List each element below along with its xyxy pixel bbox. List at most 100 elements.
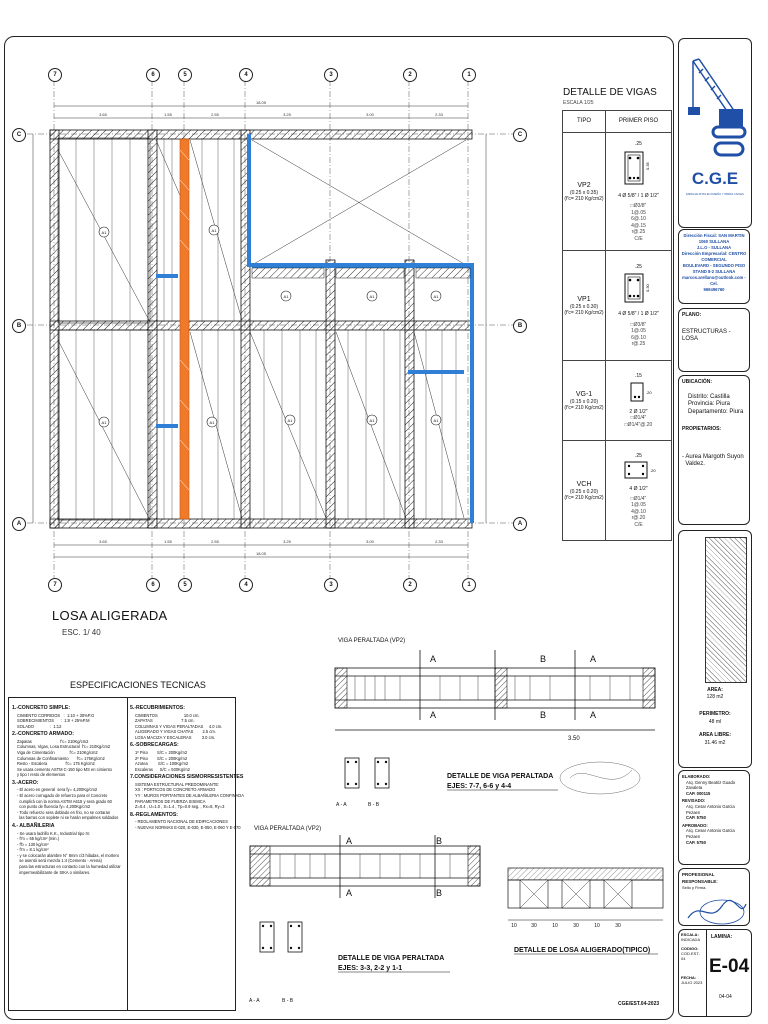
- svg-text:10: 10: [594, 923, 600, 929]
- spec-line: CIMIENTOS 10.0 cm.: [135, 712, 200, 718]
- spec-line: SISTEMA ESTRUCTURAL PREDOMINANTE:: [135, 781, 220, 787]
- propietarios-label: PROPIETARIOS:: [682, 426, 722, 432]
- plano-value: ESTRUCTURAS - LOSA: [682, 328, 731, 343]
- spec-line: - Se usara ladrillo K.K., Industrial tip…: [17, 830, 91, 836]
- spec-line: cumplirá con la norma ASTM A615 y sera g…: [17, 798, 112, 804]
- svg-text:A: A: [346, 888, 352, 898]
- spec-line: impermeabilizante de SIKA o similares.: [17, 869, 91, 875]
- spec-line: - y se colocarán alambre N° 8mm c/3 hila…: [17, 852, 120, 858]
- company-info: Dirección Fiscal: SAN MARTIN 1060 SULLAN…: [678, 229, 750, 304]
- spec-line: Zapatas f'c= 210Kg/cm2: [17, 738, 89, 744]
- svg-text:30: 30: [573, 923, 579, 929]
- svg-text:10: 10: [552, 923, 558, 929]
- svg-text:B: B: [436, 836, 442, 846]
- beam-section: .25 0.30 4 Ø 5/8" / 1 Ø 1/2" □Ø3/8"1@.05…: [605, 250, 672, 361]
- spec-line: Resto - Escalera f'c= 175 Kg/cm2: [17, 761, 95, 767]
- spec-line: CIMIENTO CORRIDOS : 1:10 + 30%P.G: [17, 712, 95, 718]
- beam-row-label: VP1 (0.25 x 0.30) (f'c= 210 Kg/cm2): [562, 250, 606, 361]
- spec-line: XX : PORTICOS DE CONCRETO ARMADO: [135, 787, 216, 793]
- svg-text:A1: A1: [370, 418, 376, 423]
- spec-line: Escaleras S/C = 500Kg/m2: [135, 766, 190, 772]
- axis-bubble: 3: [324, 68, 338, 82]
- plano-box: PLANO: ESTRUCTURAS - LOSA: [678, 308, 750, 372]
- axis-bubble: 4: [239, 68, 253, 82]
- axis-bubble: 5: [178, 68, 192, 82]
- spec-line: para las estructuras en contacto con la …: [17, 864, 121, 870]
- spec-heading: 4.- ALBAÑILERIA: [12, 823, 55, 829]
- axis-bubble: A: [513, 517, 527, 531]
- spec-heading: 1.-CONCRETO SIMPLE:: [12, 705, 71, 711]
- plano-label: PLANO:: [682, 312, 702, 318]
- svg-text:A1: A1: [102, 420, 108, 425]
- beam-section-drawing: .20: [630, 382, 652, 401]
- beam-section: .25 0.35 4 Ø 5/8" / 1 Ø 1/2" □Ø3/8"1@.05…: [605, 132, 672, 251]
- perimetro-label: PERIMETRO:: [699, 711, 731, 717]
- logo-text: C.G.E: [692, 169, 738, 188]
- axis-bubble: B: [12, 319, 26, 333]
- spec-heading: 2.-CONCRETO ARMADO:: [12, 731, 74, 738]
- lamina-sub: 04-04: [719, 994, 732, 1000]
- spec-line: Se usara cemento ASTM C-150 tipo MS en c…: [17, 766, 112, 772]
- svg-text:B: B: [540, 654, 546, 664]
- svg-text:.20: .20: [650, 468, 656, 473]
- orange-beam-strip: [179, 138, 190, 520]
- spec-line: ALIGERADO Y VIGAS CHATAS 2.5 cm.: [135, 729, 216, 735]
- spec-line: PARAMETROS DE FUERZA SISMICA: [135, 798, 206, 804]
- detail1-subtitle: EJES: 7-7, 6-6 y 4-4: [447, 783, 511, 790]
- lamina-number: E-04: [709, 956, 750, 977]
- spec-heading: 5.-RECUBRIMIENTOS:: [130, 705, 185, 711]
- detail2-title: DETALLE DE VIGA PERALTADA: [338, 955, 444, 962]
- svg-text:2.33: 2.33: [435, 539, 444, 544]
- sheet-meta: ESCALA:INDICADA CODIGO:COD.EST-04 FECHA:…: [679, 930, 707, 1016]
- spec-line: YY : MUROS PORTANTES DE ALBAÑILERIA CONF…: [135, 793, 244, 799]
- detail1-title: DETALLE DE VIGA PERALTADA: [447, 773, 553, 780]
- axis-bubble: 6: [146, 68, 160, 82]
- axis-bubble: 3: [324, 578, 338, 592]
- panel-label: A1: [102, 230, 108, 235]
- spec-line: SOLADO : 1:12: [17, 723, 62, 729]
- svg-text:3.00: 3.00: [366, 539, 375, 544]
- signature-seal: [687, 899, 747, 924]
- beam-detail-table: TIPO PRIMER PISO VP2 (0.25 x 0.35) (f'c=…: [562, 110, 672, 541]
- axis-bubble: 2: [403, 68, 417, 82]
- svg-text:30: 30: [615, 923, 621, 929]
- svg-text:A: A: [430, 710, 436, 720]
- svg-text:10: 10: [511, 923, 517, 929]
- losa-detail-title: DETALLE DE LOSA ALIGERADO(TIPICO): [514, 947, 650, 954]
- svg-text:2.55: 2.55: [211, 539, 220, 544]
- crane-logo: C.G.E ESPECIALISTAS EN DISEÑO Y OBRAS CI…: [686, 58, 747, 196]
- lamina-label: LAMINA:: [711, 934, 733, 940]
- beam-row-label: VG-1 (0.15 x 0.20) (f'c= 210 Kg/cm2): [562, 360, 606, 441]
- logo-subtitle: ESPECIALISTAS EN DISEÑO Y OBRAS CIVILES: [686, 191, 744, 196]
- site-hatch: [705, 537, 747, 683]
- spec-line: COLUMNAS Y VIGAS PERALTADAS 4.0 cm.: [135, 723, 223, 729]
- logo-box: C.G.E ESPECIALISTAS EN DISEÑO Y OBRAS CI…: [678, 38, 752, 228]
- beam-detail-scale: ESCALA 1/25: [563, 100, 594, 106]
- plan-title: LOSA ALIGERADA: [52, 608, 168, 623]
- spec-line: SOBRECIMIENTOS : 1:8 + 25%P.M: [17, 718, 90, 724]
- spec-line: Columnas, Vigas, Losa Estructural f'c= 2…: [17, 744, 111, 750]
- svg-text:A1: A1: [434, 418, 440, 423]
- axis-bubble: C: [12, 128, 26, 142]
- spec-line: - REGLAMENTO NACIONAL DE EDIFICACIONES: [135, 819, 228, 825]
- svg-text:A: A: [430, 654, 436, 664]
- beam-detail-title: DETALLE DE VIGAS: [563, 87, 657, 98]
- detail-drawings: VIGA PERALTADA (VP2) A B A A B A 3.50 A …: [249, 638, 664, 1007]
- spec-line: LOSA MACIZA Y ESCALERAS 3.0 cm.: [135, 734, 216, 740]
- professional-box: PROFESIONAL RESPONSABLE: Sello y Firma.: [678, 868, 750, 926]
- spec-heading: 8.-REGLAMENTOS:: [130, 811, 179, 818]
- svg-text:A1: A1: [212, 228, 218, 233]
- beam-row-label: VCH (0.25 x 0.20) (f'c= 210 Kg/cm2): [562, 440, 606, 541]
- svg-text:1.55: 1.55: [164, 112, 173, 117]
- beam-section-drawing: 0.35: [624, 151, 650, 184]
- sheet-code: CGE/EST.04-2023: [618, 1001, 659, 1007]
- axis-bubble: B: [513, 319, 527, 333]
- svg-text:A1: A1: [288, 418, 294, 423]
- spec-line: Columnas de Confinamiento f'c= 175Kg/cm2: [17, 755, 105, 761]
- spec-line: - El acero corrugado de refuerzo para el…: [17, 793, 108, 799]
- spec-line: y tipo I resto de elementos: [17, 772, 66, 778]
- area-libre-value: 31.46 m2: [704, 740, 726, 746]
- col-header: TIPO: [562, 110, 606, 133]
- svg-text:B: B: [436, 888, 442, 898]
